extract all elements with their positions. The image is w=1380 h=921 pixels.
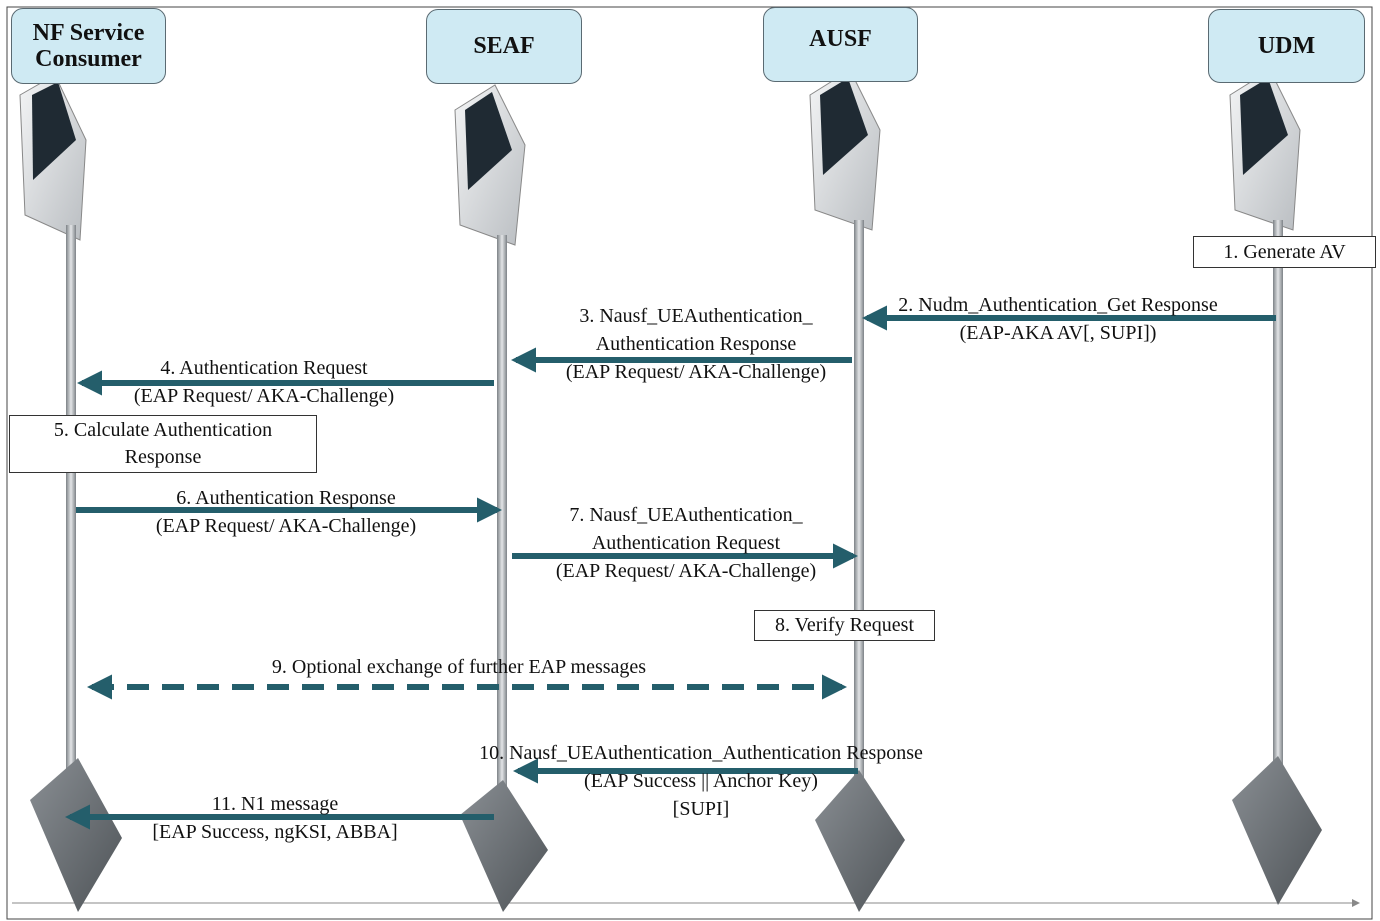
- message-2-label: 2. Nudm_Authentication_Get Response (EAP…: [898, 294, 1218, 344]
- message-7-label: 7. Nausf_UEAuthentication_ Authenticatio…: [555, 504, 817, 582]
- diagram-frame: [6, 6, 1373, 920]
- entity-ausf-label: AUSF: [809, 26, 872, 52]
- entity-nf-line2: Consumer: [35, 46, 142, 72]
- kiosk-ausf: [809, 69, 905, 912]
- message-10-label: 10. Nausf_UEAuthentication_Authenticatio…: [479, 742, 923, 820]
- note-verify-request: 8. Verify Request: [754, 610, 935, 641]
- kiosk-udm: [1229, 69, 1322, 905]
- entity-ausf: AUSF: [763, 7, 918, 82]
- bottom-axis-arrow: [1352, 899, 1360, 907]
- message-6-label: 6. Authentication Response (EAP Request/…: [155, 487, 417, 537]
- entity-nf-line1: NF Service: [32, 19, 145, 46]
- entity-udm-label: UDM: [1257, 32, 1316, 59]
- entity-udm: UDM: [1208, 9, 1365, 83]
- entity-seaf-label: SEAF: [473, 33, 535, 60]
- message-11-label: 11. N1 message [EAP Success, ngKSI, ABBA…: [152, 793, 398, 843]
- message-9-label: 9. Optional exchange of further EAP mess…: [271, 656, 647, 678]
- message-4-label: 4. Authentication Request (EAP Request/ …: [133, 357, 395, 407]
- entity-nf-service-consumer: NF Service Consumer: [11, 8, 166, 84]
- message-3-label: 3. Nausf_UEAuthentication_ Authenticatio…: [565, 305, 827, 383]
- kiosk-nf-service-consumer: [19, 74, 122, 912]
- entity-seaf: SEAF: [426, 9, 582, 84]
- note-generate-av: 1. Generate AV: [1193, 236, 1376, 268]
- note-calculate-authentication-response: 5. Calculate Authentication Response: [9, 415, 317, 473]
